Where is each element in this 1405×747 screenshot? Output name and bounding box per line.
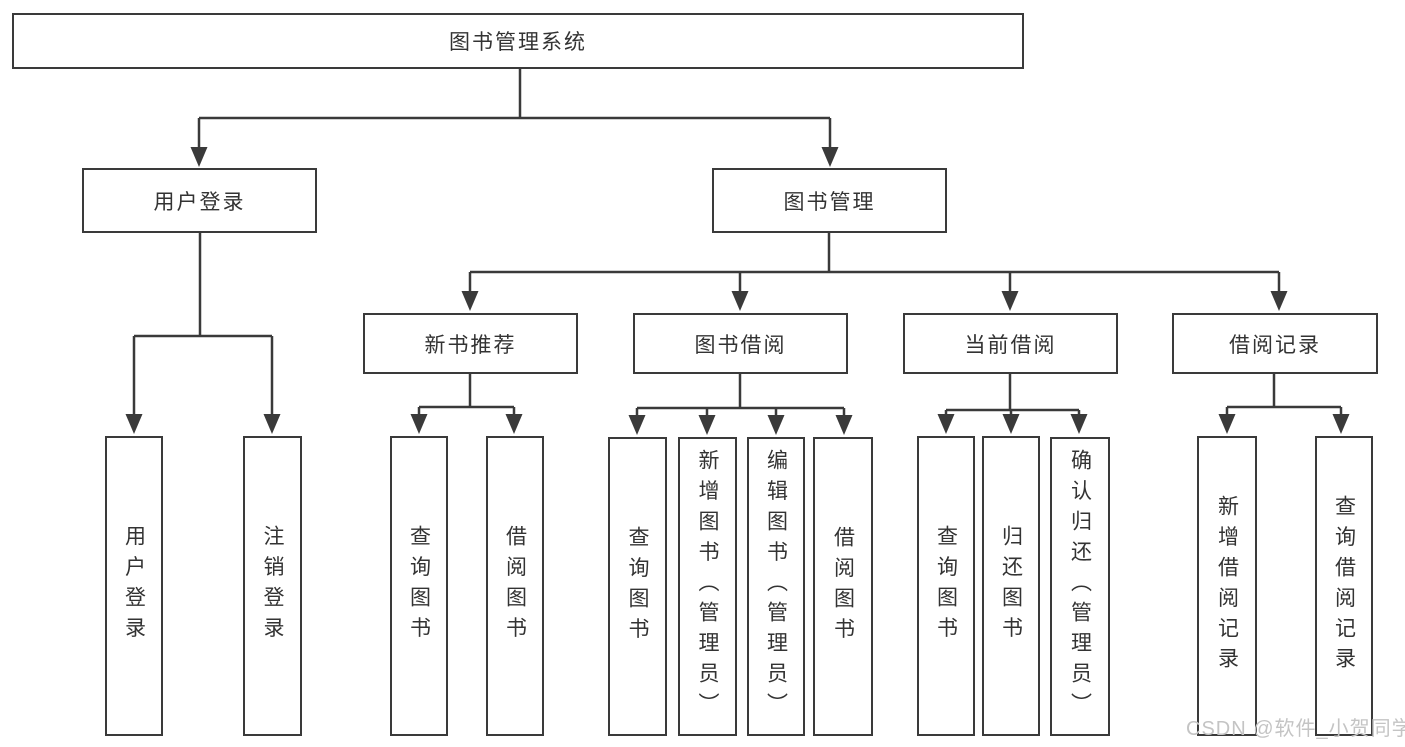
leaf-add-borrow-record: 新增借阅记录 xyxy=(1197,436,1257,736)
leaf-logout: 注销登录 xyxy=(243,436,302,736)
leaf-confirm-return-admin: 确认归还（管理员） xyxy=(1050,437,1110,736)
node-label: 用户登录 xyxy=(153,190,246,214)
node-label: 图书借阅 xyxy=(694,333,787,357)
node-label: 借阅图书 xyxy=(831,525,855,648)
arrowheads xyxy=(125,147,1350,435)
node-user-login-branch: 用户登录 xyxy=(82,168,317,233)
node-new-book-recommendation: 新书推荐 xyxy=(363,313,578,374)
node-label: 新增图书（管理员） xyxy=(696,449,719,724)
leaf-borrow-books: 借阅图书 xyxy=(813,437,873,736)
node-label: 查询图书 xyxy=(626,525,649,648)
node-label: 图书管理 xyxy=(783,190,876,214)
node-borrowing-records: 借阅记录 xyxy=(1172,313,1378,374)
node-label: 借阅记录 xyxy=(1229,333,1321,357)
leaf-user-login: 用户登录 xyxy=(105,436,163,736)
node-label: 编辑图书（管理员） xyxy=(764,449,788,724)
node-label: 查询图书 xyxy=(934,525,958,647)
node-label: 注销登录 xyxy=(261,525,284,647)
leaf-query-books: 查询图书 xyxy=(390,436,448,736)
node-current-borrowing: 当前借阅 xyxy=(903,313,1118,374)
node-library-management-system: 图书管理系统 xyxy=(12,13,1024,69)
node-label: 新增借阅记录 xyxy=(1215,494,1239,678)
node-label: 当前借阅 xyxy=(964,333,1057,357)
leaf-add-books-admin: 新增图书（管理员） xyxy=(678,437,737,736)
node-label: 归还图书 xyxy=(999,525,1023,647)
leaf-return-books: 归还图书 xyxy=(982,436,1040,736)
leaf-query-books: 查询图书 xyxy=(917,436,975,736)
leaf-borrow-books: 借阅图书 xyxy=(486,436,544,736)
leaf-query-books: 查询图书 xyxy=(608,437,667,736)
node-label: 查询借阅记录 xyxy=(1332,494,1356,678)
node-book-management-branch: 图书管理 xyxy=(712,168,947,233)
node-label: 查询图书 xyxy=(407,525,431,647)
node-book-borrowing: 图书借阅 xyxy=(633,313,848,374)
node-label: 图书管理系统 xyxy=(449,31,587,54)
leaf-edit-books-admin: 编辑图书（管理员） xyxy=(747,437,805,736)
node-label: 用户登录 xyxy=(122,525,146,647)
csdn-watermark: CSDN @软件_小贺同学 xyxy=(1186,718,1405,740)
node-label: 借阅图书 xyxy=(503,525,527,647)
leaf-query-borrow-record: 查询借阅记录 xyxy=(1315,436,1373,736)
node-label: 确认归还（管理员） xyxy=(1068,449,1092,724)
node-label: 新书推荐 xyxy=(424,333,517,357)
